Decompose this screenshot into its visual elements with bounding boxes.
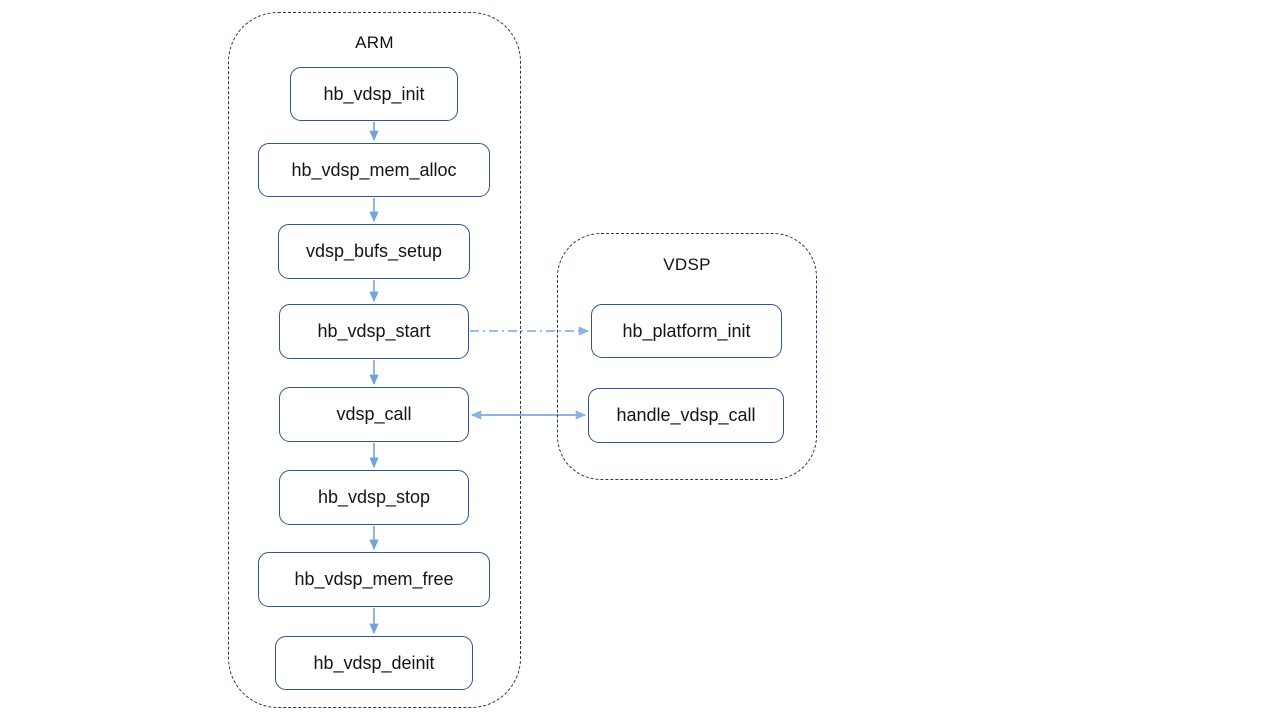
node-vdsp-call: vdsp_call [279, 387, 469, 442]
node-handle-vdsp-call: handle_vdsp_call [588, 388, 784, 443]
node-label: hb_vdsp_mem_alloc [291, 159, 457, 180]
node-hb-vdsp-stop: hb_vdsp_stop [279, 470, 469, 525]
node-hb-vdsp-start: hb_vdsp_start [279, 304, 469, 359]
node-hb-vdsp-mem-free: hb_vdsp_mem_free [258, 552, 490, 607]
arm-group-container: ARM [228, 12, 521, 708]
node-label: hb_vdsp_mem_free [294, 569, 454, 589]
vdsp-group-title: VDSP [663, 255, 711, 274]
node-hb-vdsp-init: hb_vdsp_init [290, 67, 458, 121]
vdsp-group-container: VDSP [557, 233, 817, 480]
node-label: hb_vdsp_deinit [313, 652, 435, 673]
arm-group-title: ARM [355, 33, 394, 52]
node-hb-vdsp-deinit: hb_vdsp_deinit [275, 636, 473, 690]
node-label: hb_vdsp_stop [317, 487, 431, 507]
node-label: hb_platform_init [622, 320, 751, 341]
node-hb-platform-init: hb_platform_init [591, 304, 782, 358]
node-label: vdsp_call [336, 404, 412, 424]
node-label: handle_vdsp_call [616, 405, 756, 425]
node-hb-vdsp-mem-alloc: hb_vdsp_mem_alloc [258, 143, 490, 197]
node-label: vdsp_bufs_setup [305, 241, 443, 261]
node-vdsp-bufs-setup: vdsp_bufs_setup [278, 224, 470, 279]
node-label: hb_vdsp_start [317, 321, 431, 341]
node-label: hb_vdsp_init [323, 83, 425, 104]
